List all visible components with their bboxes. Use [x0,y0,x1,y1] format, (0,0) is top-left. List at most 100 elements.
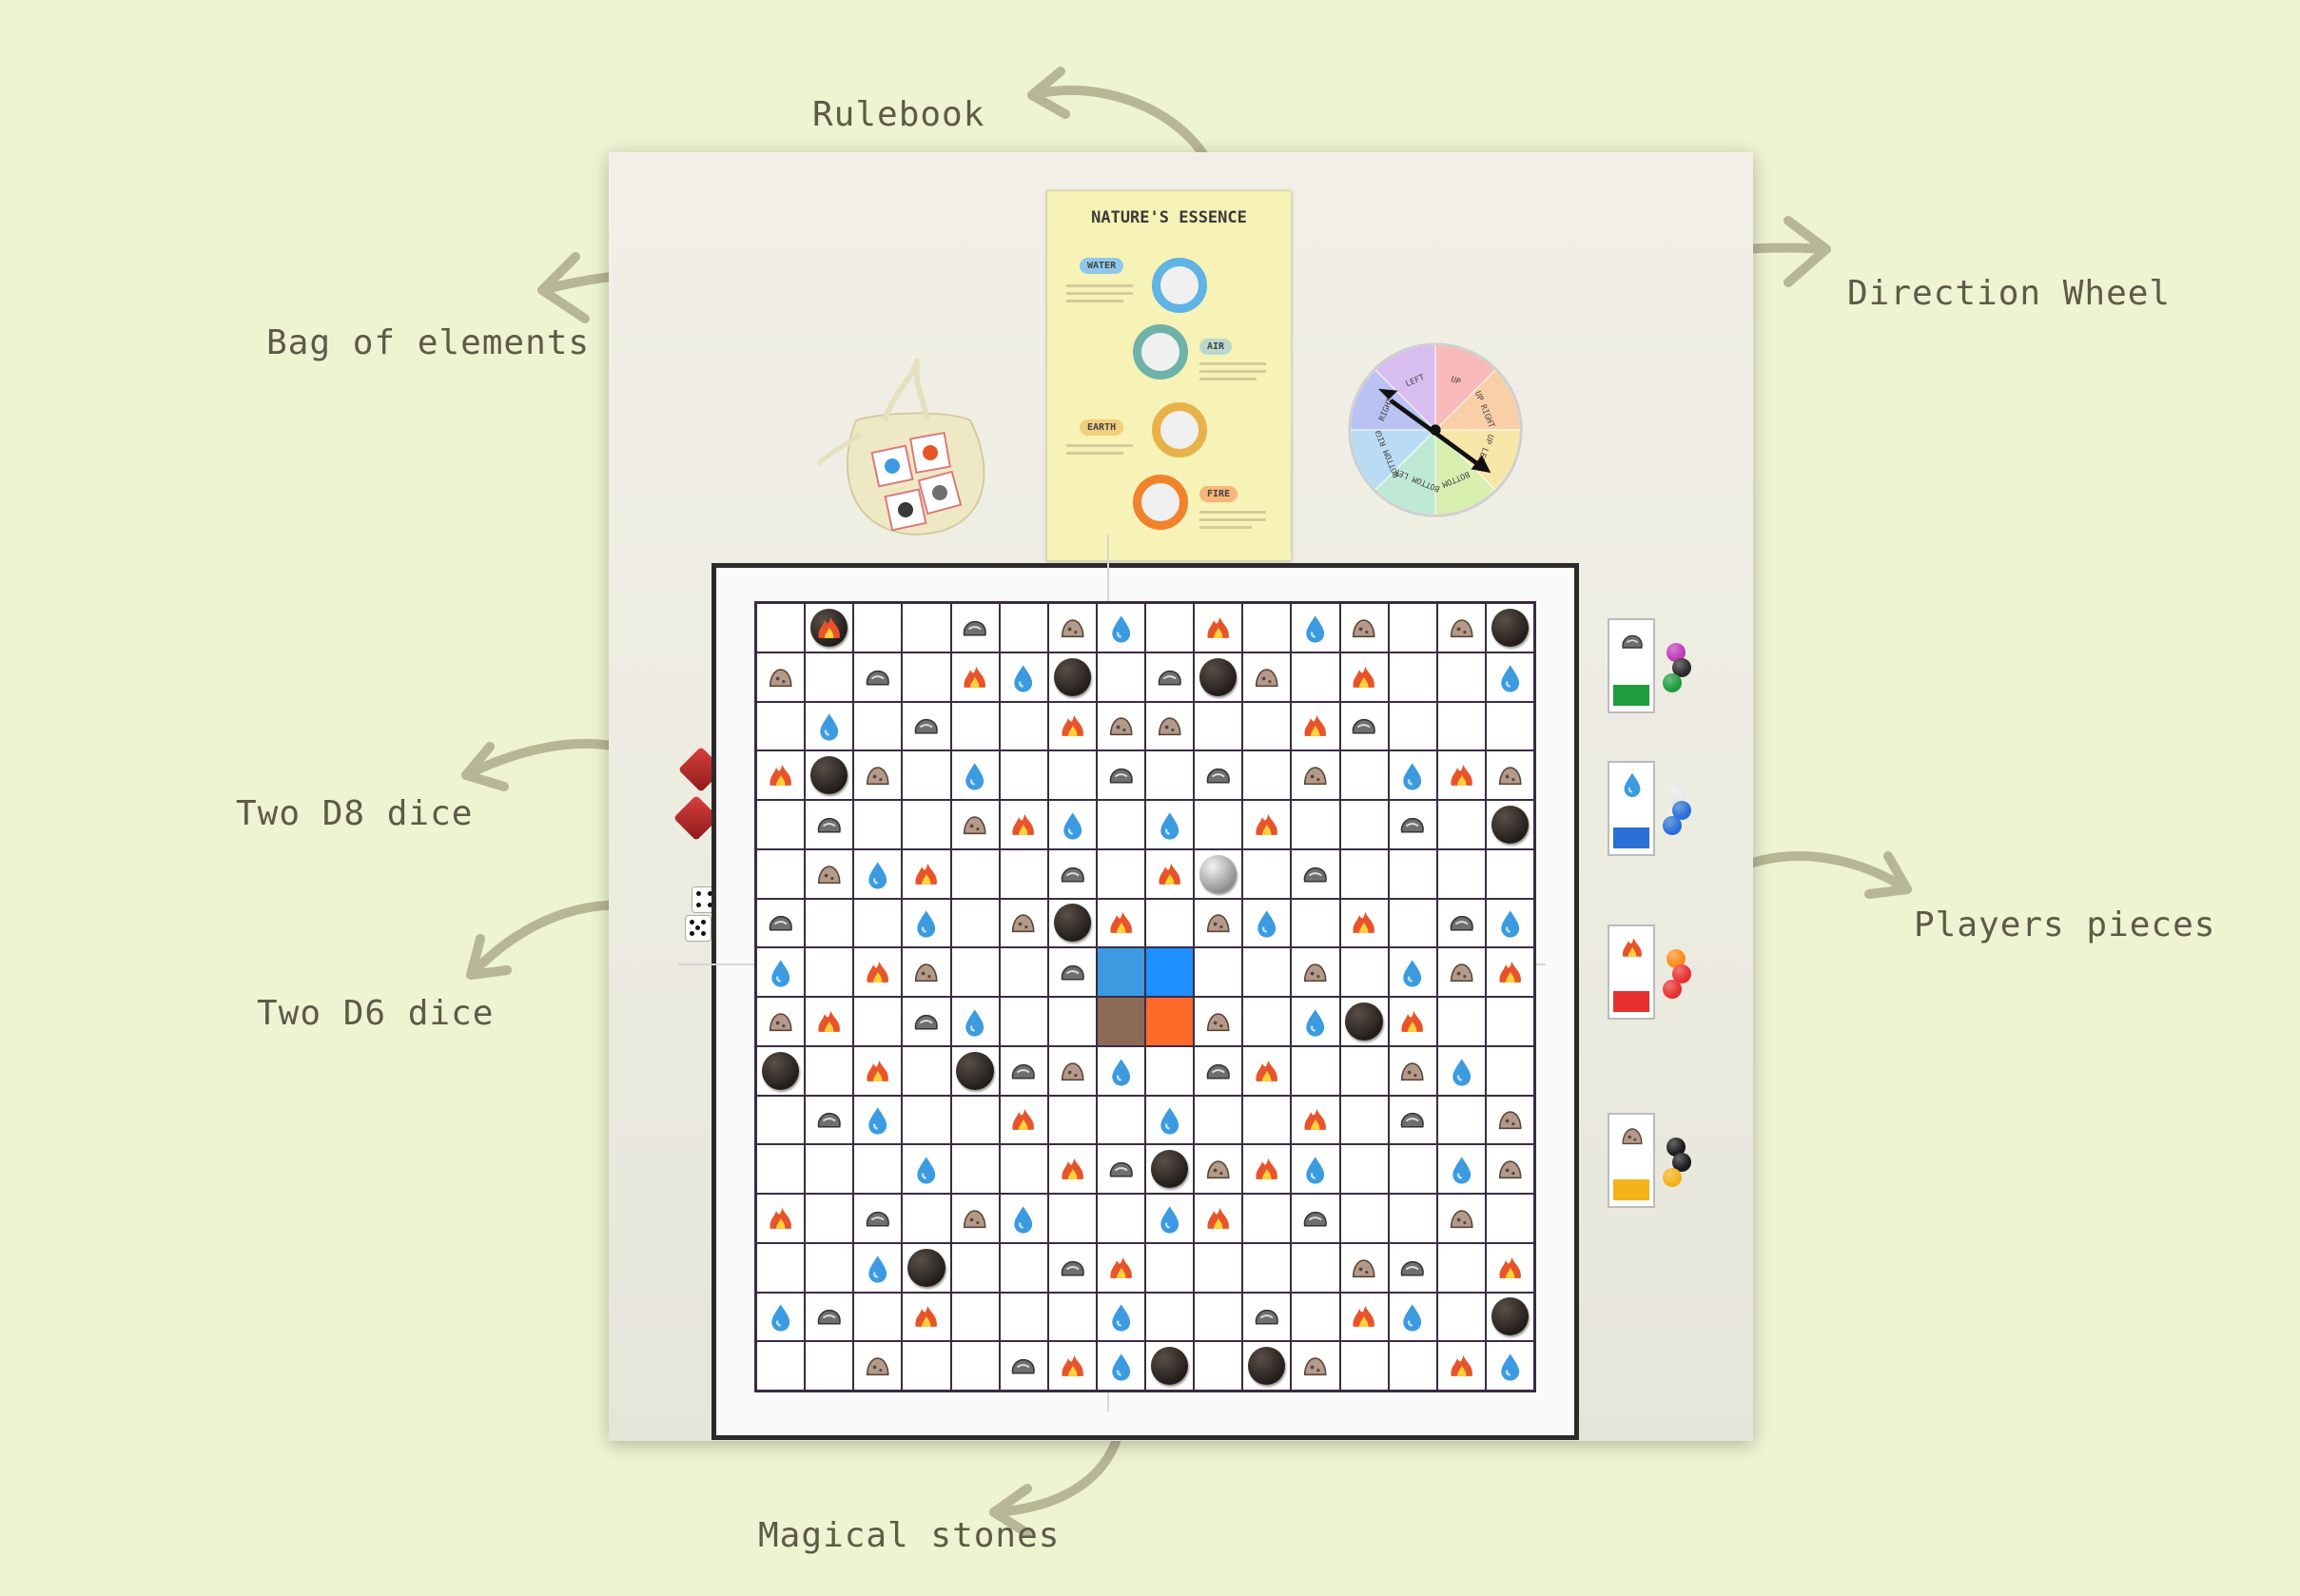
board-cell[interactable] [853,750,903,800]
board-cell[interactable] [1047,848,1097,899]
board-cell[interactable] [1242,701,1292,751]
board-cell[interactable] [1339,997,1389,1046]
board-cell[interactable] [1485,1045,1534,1096]
board-cell[interactable] [1242,1045,1292,1096]
board-cell[interactable] [1436,997,1486,1046]
board-cell[interactable] [1291,1095,1340,1145]
board-cell[interactable] [853,848,903,899]
board-cell[interactable] [1291,1194,1340,1243]
board-cell[interactable] [902,603,951,652]
board-cell[interactable] [902,898,951,948]
player-card[interactable] [1608,1113,1655,1208]
board-cell[interactable] [1388,1095,1437,1145]
magical-stone[interactable] [1053,904,1091,943]
board-cell[interactable] [805,1095,854,1145]
board-cell[interactable] [1388,1242,1437,1293]
board-cell[interactable] [999,1194,1048,1243]
board-cell[interactable] [950,652,1000,702]
board-cell[interactable] [1388,750,1437,800]
board-cell[interactable] [902,1292,951,1342]
board-cell[interactable] [902,1144,951,1194]
board-cell[interactable] [1485,1292,1534,1342]
board-cell[interactable] [805,848,854,899]
board-cell[interactable] [950,701,1000,751]
board-cell[interactable] [1145,800,1195,849]
board-cell[interactable] [1485,603,1534,652]
board-cell[interactable] [805,701,854,751]
board-cell[interactable] [1047,898,1097,948]
board-cell[interactable] [1388,652,1437,702]
board-cell[interactable] [902,750,951,800]
board-cell[interactable] [1291,947,1340,997]
board-cell[interactable] [1096,603,1145,652]
board-cell[interactable] [756,1194,806,1243]
player-pawn[interactable] [1672,801,1691,820]
board-cell[interactable] [756,997,806,1046]
board-cell[interactable] [1242,603,1292,652]
board-cell[interactable] [999,1292,1048,1342]
player-card[interactable] [1608,925,1655,1020]
magical-stone[interactable] [1053,657,1091,696]
magical-stone[interactable] [1199,657,1238,696]
board-cell[interactable] [1291,603,1340,652]
board-cell[interactable] [1291,1341,1340,1391]
board-cell[interactable] [805,947,854,997]
board-cell[interactable] [1145,1045,1195,1096]
player-pawn[interactable] [1663,980,1682,999]
board-cell[interactable] [1194,1292,1243,1342]
board-cell[interactable] [1388,800,1437,849]
magical-stone[interactable] [1491,805,1530,844]
board-cell[interactable] [950,1144,1000,1194]
board-cell[interactable] [902,800,951,849]
board-cell[interactable] [1047,1194,1097,1243]
board-cell[interactable] [853,652,903,702]
player-card[interactable] [1608,761,1655,856]
board-cell[interactable] [1388,1194,1437,1243]
board-cell[interactable] [805,603,854,652]
board-cell[interactable] [1242,997,1292,1046]
board-cell[interactable] [1194,1341,1243,1391]
board-cell[interactable] [1485,1095,1534,1145]
board-cell[interactable] [999,800,1048,849]
board-cell[interactable] [1291,701,1340,751]
board-cell[interactable] [1145,750,1195,800]
board-cell[interactable] [1242,750,1292,800]
board-cell[interactable] [1388,1144,1437,1194]
board-cell[interactable] [805,750,854,800]
board-cell[interactable] [999,1144,1048,1194]
board-cell[interactable] [1388,1341,1437,1391]
board-cell[interactable] [1436,947,1486,997]
board-cell[interactable] [805,1292,854,1342]
board-cell[interactable] [950,848,1000,899]
magical-stone[interactable] [1491,1297,1530,1336]
board-cell[interactable] [1194,1194,1243,1243]
board-cell[interactable] [999,1341,1048,1391]
board-cell[interactable] [756,1095,806,1145]
board-cell[interactable] [805,1045,854,1096]
player-pawn[interactable] [1663,816,1682,835]
board-cell[interactable] [805,652,854,702]
board-cell[interactable] [999,1242,1048,1293]
board-cell[interactable] [1485,750,1534,800]
board-cell[interactable] [1388,898,1437,948]
board-cell[interactable] [1485,947,1534,997]
board-cell[interactable] [853,1095,903,1145]
board-cell[interactable] [1242,1292,1292,1342]
board-cell[interactable] [1194,997,1243,1046]
board-cell[interactable] [853,1194,903,1243]
board-cell[interactable] [1047,701,1097,751]
wheel-pointer[interactable] [1377,388,1491,474]
board-cell[interactable] [1291,898,1340,948]
board-cell[interactable] [950,1095,1000,1145]
board-cell[interactable] [1047,1045,1097,1096]
board-cell[interactable] [756,947,806,997]
board-cell[interactable] [853,800,903,849]
board-cell[interactable] [1339,1341,1389,1391]
magical-stone[interactable] [1491,608,1530,647]
board-cell[interactable] [1242,1242,1292,1293]
board-cell[interactable] [1436,1341,1486,1391]
board-cell[interactable] [1047,603,1097,652]
board-cell[interactable] [1291,652,1340,702]
board-cell[interactable] [1194,701,1243,751]
